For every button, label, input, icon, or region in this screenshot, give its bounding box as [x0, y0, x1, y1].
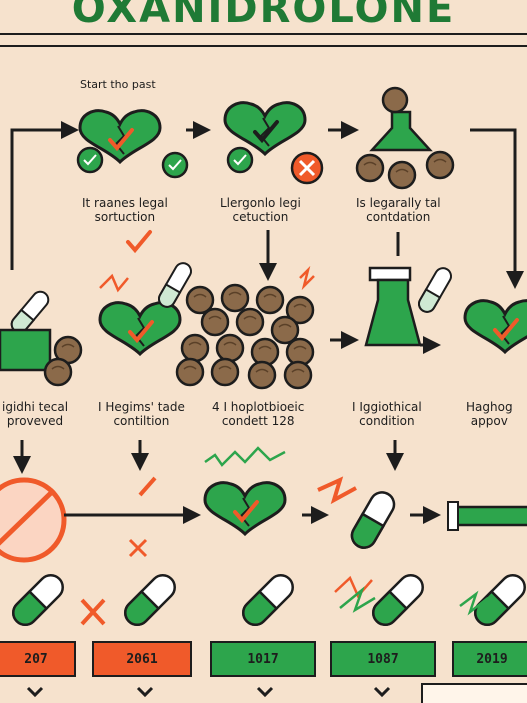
title-rule-bottom	[0, 45, 527, 47]
year-box-1: 207	[0, 641, 76, 677]
year-box-3: 1017	[210, 641, 316, 677]
title-rule-top	[0, 33, 527, 35]
page-title: OXANIDROLONE	[71, 0, 456, 32]
year-box-2: 2061	[92, 641, 192, 677]
year-box-4: 1087	[330, 641, 436, 677]
year-box-5: 2019	[452, 641, 527, 677]
start-label: Start tho past	[80, 78, 156, 91]
